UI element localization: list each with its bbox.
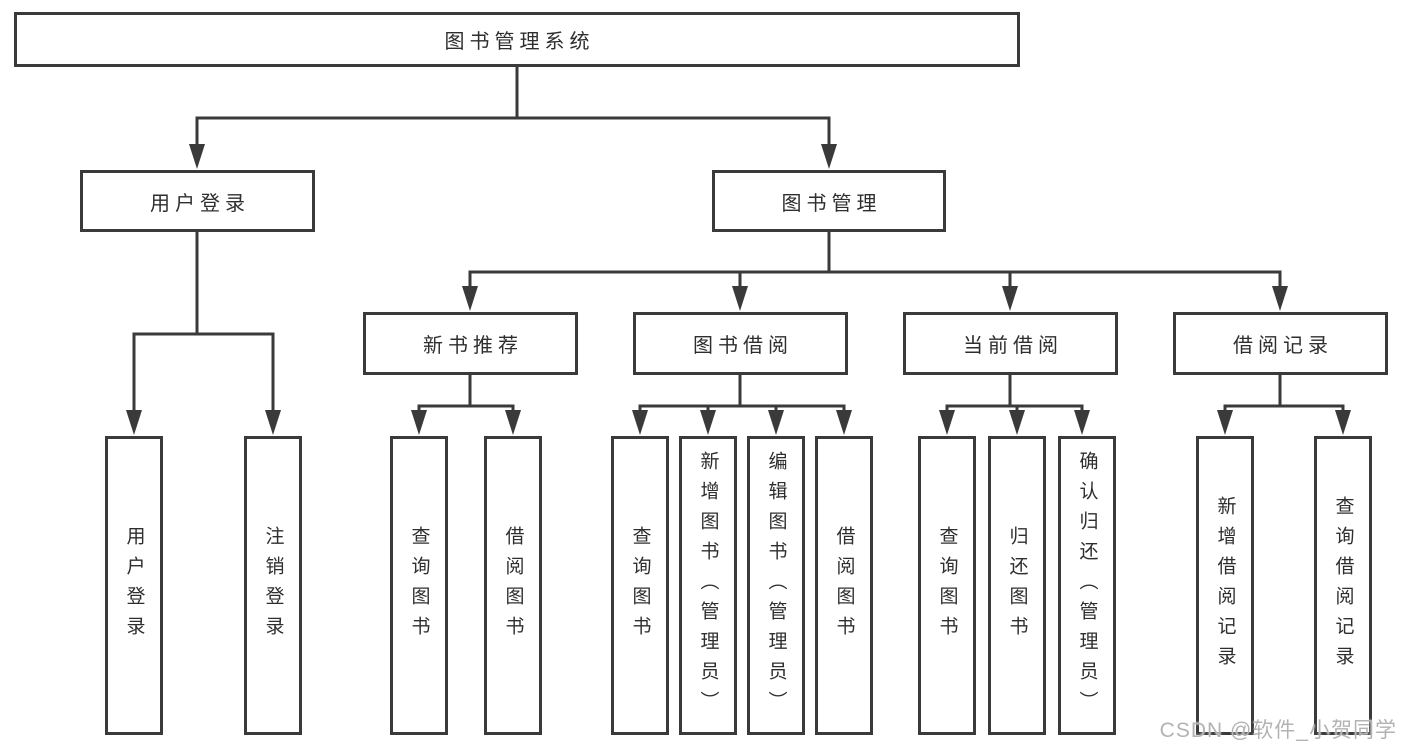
- leaf-current-return-books: 归还图书: [988, 436, 1046, 735]
- leaf-logout: 注销登录: [244, 436, 302, 735]
- node-current-borrow: 当前借阅: [903, 312, 1118, 375]
- node-book-management: 图书管理: [712, 170, 946, 232]
- leaf-newbooks-borrow-books: 借阅图书: [484, 436, 542, 735]
- leaf-records-add-record: 新增借阅记录: [1196, 436, 1254, 735]
- node-user-login: 用户登录: [80, 170, 315, 232]
- watermark: CSDN @软件_小贺同学: [1159, 719, 1397, 742]
- leaf-borrow-borrow-books: 借阅图书: [815, 436, 873, 735]
- node-book-borrow: 图书借阅: [633, 312, 848, 375]
- leaf-borrow-edit-books-admin: 编辑图书（管理员）: [747, 436, 805, 735]
- leaf-current-confirm-return-admin: 确认归还（管理员）: [1058, 436, 1116, 735]
- leaf-records-query-record: 查询借阅记录: [1314, 436, 1372, 735]
- leaf-newbooks-query-books: 查询图书: [390, 436, 448, 735]
- node-new-book-recommend: 新书推荐: [363, 312, 578, 375]
- leaf-current-query-books: 查询图书: [918, 436, 976, 735]
- node-borrow-record: 借阅记录: [1173, 312, 1388, 375]
- node-library-system: 图书管理系统: [14, 12, 1020, 67]
- leaf-borrow-add-books-admin: 新增图书（管理员）: [679, 436, 737, 735]
- leaf-borrow-query-books: 查询图书: [611, 436, 669, 735]
- leaf-user-login: 用户登录: [105, 436, 163, 735]
